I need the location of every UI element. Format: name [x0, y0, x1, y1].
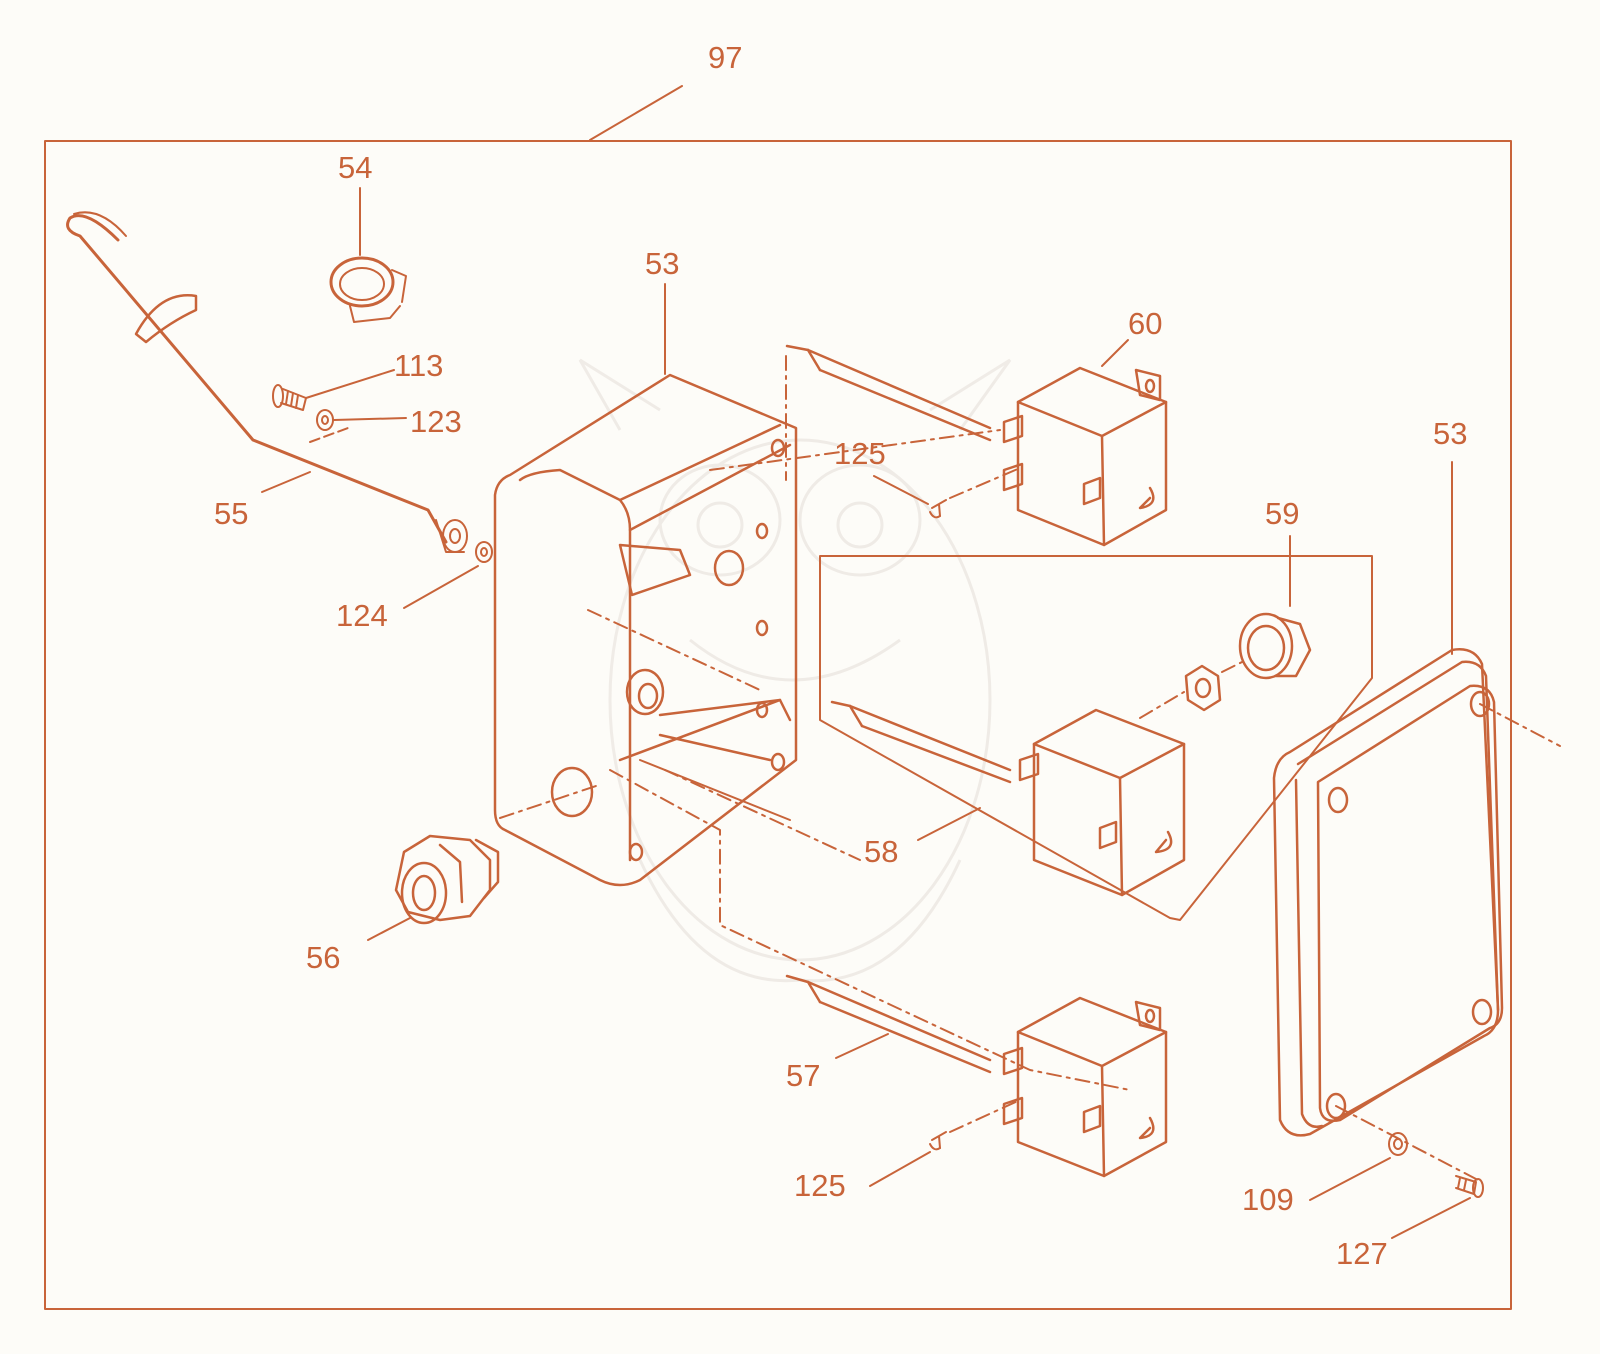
hose-clamp-part: [329, 256, 407, 323]
label-123: 123: [410, 404, 462, 439]
enclosure-box-part: [493, 373, 798, 887]
screw-125-top-part: [929, 499, 947, 519]
leader-55: [261, 471, 311, 493]
label-125-top: 125: [834, 436, 886, 471]
thermostat-58-part: [830, 700, 1186, 897]
leader-57: [835, 1033, 889, 1059]
assembly-frame: [44, 140, 1512, 1310]
leader-56: [367, 917, 411, 941]
label-125-bottom: 125: [794, 1168, 846, 1203]
label-124: 124: [336, 598, 388, 633]
label-58: 58: [864, 834, 898, 869]
label-113: 113: [394, 348, 443, 383]
label-56: 56: [306, 940, 340, 975]
leader-127: [1391, 1197, 1471, 1239]
knob-59-part: [1184, 612, 1312, 712]
leader-60: [1101, 339, 1129, 367]
leader-109: [1309, 1157, 1391, 1201]
label-60: 60: [1128, 306, 1162, 341]
washer-124-part: [475, 541, 493, 563]
screw-127-part: [1455, 1175, 1484, 1198]
rod-part: [66, 211, 468, 553]
label-57: 57: [786, 1058, 820, 1093]
leader-97: [589, 85, 683, 141]
leader-125-top: [873, 475, 929, 505]
label-59: 59: [1265, 496, 1299, 531]
washer-123-part: [316, 409, 334, 431]
thermostat-57-part: [785, 974, 1168, 1178]
leader-125-bottom: [869, 1151, 931, 1187]
label-97: 97: [708, 40, 742, 75]
label-55: 55: [214, 496, 248, 531]
leader-58: [917, 807, 981, 841]
washer-109-part: [1388, 1132, 1408, 1156]
enclosure-cover-part: [1272, 648, 1504, 1137]
screw-113-part: [272, 384, 307, 411]
label-54: 54: [338, 150, 372, 185]
label-109: 109: [1242, 1182, 1294, 1217]
leader-113: [305, 369, 395, 399]
label-box-53: 53: [645, 246, 679, 281]
screw-125-bottom-part: [929, 1131, 947, 1151]
bracket-58: [819, 555, 1373, 921]
leader-124: [403, 565, 479, 609]
cable-gland-part: [394, 834, 500, 925]
thermostat-60-part: [785, 344, 1168, 547]
label-127: 127: [1336, 1236, 1388, 1271]
label-cover-53: 53: [1433, 416, 1467, 451]
leader-123: [333, 417, 407, 421]
